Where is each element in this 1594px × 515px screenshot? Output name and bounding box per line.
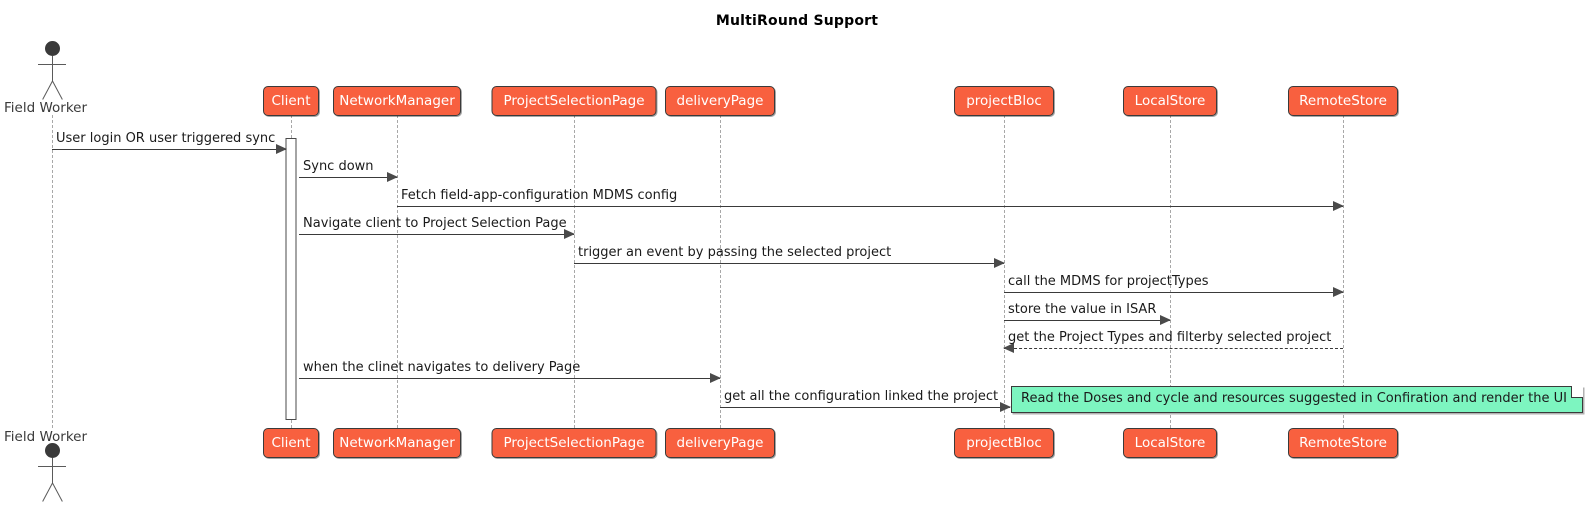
render-ui-note: Read the Doses and cycle and resources s… — [1011, 386, 1583, 413]
arrow-head-icon — [1333, 201, 1344, 211]
note-fold-corner-icon — [1571, 386, 1583, 398]
participant-label: LocalStore — [1134, 435, 1206, 451]
message-line — [299, 177, 397, 178]
lifeline-field-worker — [52, 115, 53, 428]
message-line — [720, 407, 1010, 408]
message-line — [397, 206, 1343, 207]
participant-project-selection-page-footer[interactable]: ProjectSelectionPage — [491, 428, 657, 458]
arrow-head-icon — [387, 172, 398, 182]
actor-figure-field-worker-bottom[interactable] — [32, 443, 72, 505]
message-label: Fetch field-app-configuration MDMS confi… — [401, 188, 678, 203]
actor-figure-field-worker-top[interactable] — [32, 41, 72, 103]
message-line — [574, 263, 1004, 264]
arrow-head-icon — [564, 229, 575, 239]
participant-label: RemoteStore — [1299, 93, 1387, 109]
lifeline-delivery-page — [720, 115, 721, 428]
lifeline-project-bloc — [1004, 115, 1005, 428]
message-label: get the Project Types and filterby selec… — [1008, 330, 1332, 345]
leg-right — [52, 80, 63, 100]
arrow-head-icon — [994, 258, 1005, 268]
lifeline-local-store — [1170, 115, 1171, 428]
message-label: Navigate client to Project Selection Pag… — [303, 216, 567, 231]
lifeline-project-selection-page — [574, 115, 575, 428]
participant-label: deliveryPage — [676, 435, 764, 451]
participant-local-store-header[interactable]: LocalStore — [1123, 86, 1217, 116]
participant-label: Client — [271, 93, 311, 109]
participant-label: NetworkManager — [339, 93, 455, 109]
participant-label: deliveryPage — [676, 93, 764, 109]
participant-label: ProjectSelectionPage — [503, 93, 645, 109]
arms-shape — [38, 64, 66, 65]
participant-project-bloc-footer[interactable]: projectBloc — [954, 428, 1054, 458]
message-label: trigger an event by passing the selected… — [578, 245, 892, 260]
message-line — [1004, 348, 1343, 349]
participant-network-manager-header[interactable]: NetworkManager — [333, 86, 461, 116]
participant-project-bloc-header[interactable]: projectBloc — [954, 86, 1054, 116]
lifeline-network-manager — [397, 115, 398, 428]
body-shape — [52, 458, 53, 484]
message-label: get all the configuration linked the pro… — [724, 389, 999, 404]
arrow-head-icon — [276, 144, 287, 154]
arrow-head-icon — [1003, 343, 1014, 353]
page-title: MultiRound Support — [715, 13, 879, 29]
actor-label-field-worker-top: Field Worker — [4, 100, 88, 116]
arrow-head-icon — [1333, 287, 1344, 297]
arrow-head-icon — [710, 373, 721, 383]
actor-label-field-worker-bottom: Field Worker — [4, 429, 88, 445]
message-label: call the MDMS for projectTypes — [1008, 274, 1209, 289]
arrow-head-icon — [1000, 402, 1011, 412]
message-label: when the clinet navigates to delivery Pa… — [303, 360, 581, 375]
message-line — [1004, 292, 1343, 293]
participant-label: Client — [271, 435, 311, 451]
message-line — [52, 149, 286, 150]
message-label: User login OR user triggered sync — [56, 131, 276, 146]
lifeline-remote-store — [1343, 115, 1344, 428]
message-label: store the value in ISAR — [1008, 302, 1157, 317]
participant-delivery-page-footer[interactable]: deliveryPage — [665, 428, 775, 458]
message-line — [299, 378, 720, 379]
participant-client-header[interactable]: Client — [263, 86, 319, 116]
participant-label: LocalStore — [1134, 93, 1206, 109]
note-text: Read the Doses and cycle and resources s… — [1021, 391, 1567, 406]
participant-remote-store-footer[interactable]: RemoteStore — [1288, 428, 1398, 458]
body-shape — [52, 56, 53, 82]
participant-remote-store-header[interactable]: RemoteStore — [1288, 86, 1398, 116]
participant-local-store-footer[interactable]: LocalStore — [1123, 428, 1217, 458]
message-label: Sync down — [303, 159, 374, 174]
leg-left — [42, 80, 53, 100]
participant-label: projectBloc — [966, 435, 1042, 451]
participant-client-footer[interactable]: Client — [263, 428, 319, 458]
participant-label: RemoteStore — [1299, 435, 1387, 451]
message-line — [299, 234, 574, 235]
leg-left — [42, 482, 53, 502]
participant-label: ProjectSelectionPage — [503, 435, 645, 451]
head-shape — [44, 443, 60, 458]
arms-shape — [38, 466, 66, 467]
leg-right — [52, 482, 63, 502]
participant-label: NetworkManager — [339, 435, 455, 451]
participant-network-manager-footer[interactable]: NetworkManager — [333, 428, 461, 458]
participant-label: projectBloc — [966, 93, 1042, 109]
message-line — [1004, 320, 1170, 321]
participant-delivery-page-header[interactable]: deliveryPage — [665, 86, 775, 116]
head-shape — [44, 41, 60, 56]
participant-project-selection-page-header[interactable]: ProjectSelectionPage — [491, 86, 657, 116]
client-activation — [285, 138, 297, 420]
arrow-head-icon — [1160, 315, 1171, 325]
